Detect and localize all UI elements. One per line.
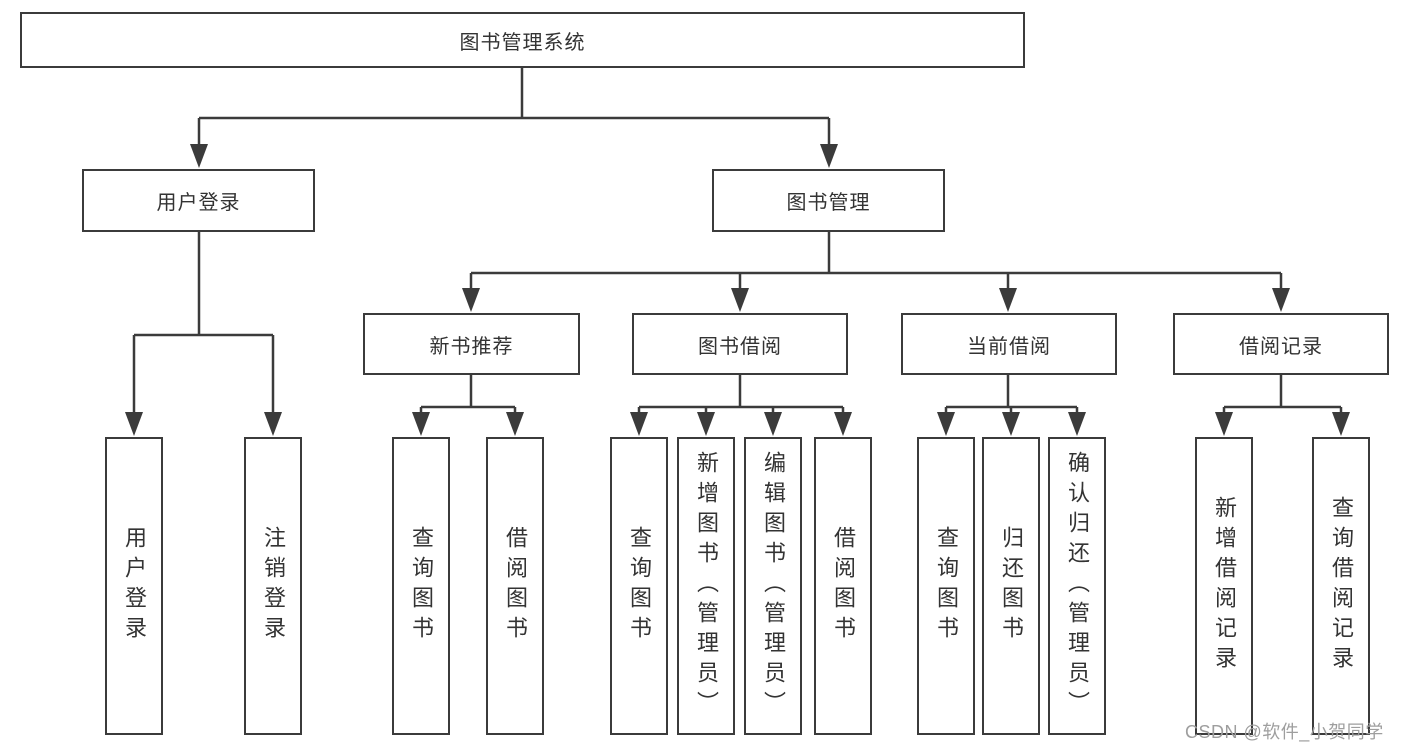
leaf-current-query-books-label: 查询图书 [934, 526, 959, 646]
node-book-management: 图书管理 [712, 169, 945, 232]
leaf-query-borrow-record: 查询借阅记录 [1312, 437, 1370, 735]
node-current-borrowing-label: 当前借阅 [967, 335, 1051, 358]
connector-borrow-records-to-leaves [1215, 375, 1350, 436]
leaf-newbook-borrow-books-label: 借阅图书 [503, 526, 528, 646]
node-borrowing-records-label: 借阅记录 [1239, 335, 1323, 358]
node-user-login: 用户登录 [82, 169, 315, 232]
leaf-borrow-query-books: 查询图书 [610, 437, 668, 735]
connector-current-borrow-to-leaves [937, 375, 1086, 436]
leaf-logout-label: 注销登录 [261, 526, 286, 646]
leaf-logout: 注销登录 [244, 437, 302, 735]
leaf-edit-books-admin: 编辑图书（管理员） [744, 437, 802, 735]
connector-new-book-to-leaves [412, 375, 524, 436]
node-book-borrowing-label: 图书借阅 [698, 335, 782, 358]
node-user-login-label: 用户登录 [156, 192, 241, 214]
leaf-current-query-books: 查询图书 [917, 437, 975, 735]
leaf-add-books-admin-label: 新增图书（管理员） [694, 451, 719, 721]
leaf-newbook-borrow-books: 借阅图书 [486, 437, 544, 735]
node-new-book-recommendation-label: 新书推荐 [429, 335, 514, 358]
leaf-return-books-label: 归还图书 [999, 526, 1024, 646]
leaf-confirm-return-admin: 确认归还（管理员） [1048, 437, 1106, 735]
leaf-borrow-books: 借阅图书 [814, 437, 872, 735]
leaf-user-login: 用户登录 [105, 437, 163, 735]
connector-book-borrow-to-leaves [630, 375, 852, 436]
leaf-return-books: 归还图书 [982, 437, 1040, 735]
leaf-borrow-books-label: 借阅图书 [831, 526, 856, 646]
node-current-borrowing: 当前借阅 [901, 313, 1117, 375]
connector-root-to-level2 [190, 68, 838, 168]
node-borrowing-records: 借阅记录 [1173, 313, 1389, 375]
csdn-watermark: CSDN @软件_小贺同学 [1185, 722, 1384, 742]
connector-user-login-to-leaves [125, 232, 282, 436]
node-new-book-recommendation: 新书推荐 [363, 313, 580, 375]
leaf-newbook-query-books-label: 查询图书 [409, 526, 434, 646]
node-root-label: 图书管理系统 [459, 31, 586, 54]
leaf-user-login-label: 用户登录 [122, 526, 147, 646]
leaf-add-borrow-record: 新增借阅记录 [1195, 437, 1253, 735]
node-root-system: 图书管理系统 [20, 12, 1025, 68]
leaf-borrow-query-books-label: 查询图书 [627, 526, 652, 646]
leaf-add-books-admin: 新增图书（管理员） [677, 437, 735, 735]
connector-book-management-to-level3 [462, 232, 1290, 312]
node-book-management-label: 图书管理 [786, 192, 871, 214]
leaf-add-borrow-record-label: 新增借阅记录 [1212, 496, 1237, 676]
leaf-newbook-query-books: 查询图书 [392, 437, 450, 735]
node-book-borrowing: 图书借阅 [632, 313, 848, 375]
leaf-query-borrow-record-label: 查询借阅记录 [1329, 496, 1354, 676]
leaf-edit-books-admin-label: 编辑图书（管理员） [761, 451, 786, 721]
leaf-confirm-return-admin-label: 确认归还（管理员） [1065, 451, 1090, 721]
